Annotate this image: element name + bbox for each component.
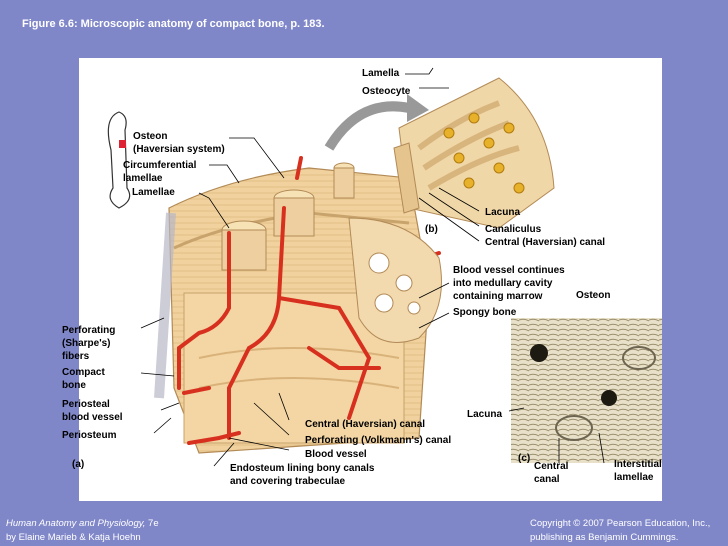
book-title: Human Anatomy and Physiology, <box>6 518 146 529</box>
label-central-canal-a: Central (Haversian) canal <box>305 419 426 430</box>
label-central-canal-c: Central canal <box>534 461 569 485</box>
figure-panel: Lamella Osteocyte Osteon (Haversian syst… <box>62 58 662 501</box>
label-osteon-c: Osteon <box>576 290 611 301</box>
label-panel-b: (b) <box>425 224 438 235</box>
leader-lines <box>140 67 605 467</box>
label-lacuna-c: Lacuna <box>467 409 503 420</box>
label-spongy-bone: Spongy bone <box>453 307 517 318</box>
label-canaliculus: Canaliculus <box>485 224 542 235</box>
label-osteon-haversian: Osteon (Haversian system) <box>133 131 225 155</box>
label-blood-vessel-continues: Blood vessel continues into medullary ca… <box>453 265 565 302</box>
label-interstitial-lamellae: Interstitial lamellae <box>614 459 662 483</box>
label-endosteum: Endosteum lining bony canals and coverin… <box>230 463 375 487</box>
compact-bone-illustration <box>107 67 662 467</box>
label-lacuna-b: Lacuna <box>485 207 521 218</box>
book-edition: 7e <box>145 518 159 529</box>
long-bone-sketch <box>107 111 131 209</box>
label-panel-c: (c) <box>518 453 531 464</box>
arrow-to-inset-b <box>324 101 410 151</box>
label-central-canal-b: Central (Haversian) canal <box>485 237 606 248</box>
book-authors: by Elaine Marieb & Katja Hoehn <box>6 532 141 543</box>
label-circumferential-lamellae: Circumferential lamellae <box>123 160 197 184</box>
label-panel-a: (a) <box>72 459 85 470</box>
inset-b-osteon <box>393 77 555 229</box>
label-lamella: Lamella <box>362 68 400 79</box>
label-perforating-fibers: Perforating (Sharpe's) fibers <box>62 325 116 362</box>
footer-copyright: Copyright © 2007 Pearson Education, Inc.… <box>530 518 711 543</box>
label-lamellae: Lamellae <box>132 187 175 198</box>
label-blood-vessel: Blood vessel <box>305 449 367 460</box>
label-periosteal-vessel: Periosteal blood vessel <box>62 399 123 423</box>
blood-vessels <box>177 156 441 445</box>
spongy-bone <box>348 217 442 343</box>
label-perforating-canal: Perforating (Volkmann's) canal <box>305 435 452 446</box>
micrograph-c <box>511 318 662 463</box>
label-compact-bone: Compact bone <box>62 367 105 391</box>
footer-citation: Human Anatomy and Physiology, 7e by Elai… <box>6 517 159 545</box>
label-osteocyte: Osteocyte <box>362 86 411 97</box>
label-periosteum: Periosteum <box>62 430 117 441</box>
slide-title: Figure 6.6: Microscopic anatomy of compa… <box>22 18 325 30</box>
